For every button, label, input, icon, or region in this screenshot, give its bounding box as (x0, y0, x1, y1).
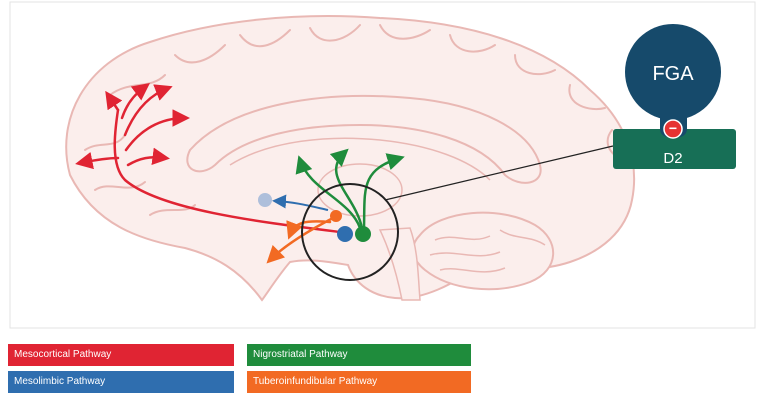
legend-mesolimbic: Mesolimbic Pathway (8, 371, 234, 393)
nucleus-accumbens-target (258, 193, 272, 207)
legend-nigrostriatal-label: Nigrostriatal Pathway (253, 349, 347, 360)
thalamus (318, 164, 402, 216)
legend-mesocortical-label: Mesocortical Pathway (14, 349, 111, 360)
d2-label: D2 (663, 150, 682, 167)
fga-label: FGA (652, 63, 694, 85)
arcuate-nucleus-dot (330, 210, 342, 222)
legend-mesolimbic-label: Mesolimbic Pathway (14, 376, 105, 387)
vta-dot (337, 226, 353, 242)
legend-mesocortical: Mesocortical Pathway (8, 344, 234, 366)
block-symbol: − (669, 120, 677, 136)
legend-tuberoinfundibular: Tuberoinfundibular Pathway (247, 371, 471, 393)
substantia-nigra-dot (355, 226, 371, 242)
legend-tuberoinfundibular-label: Tuberoinfundibular Pathway (253, 376, 377, 387)
legend-nigrostriatal: Nigrostriatal Pathway (247, 344, 471, 366)
